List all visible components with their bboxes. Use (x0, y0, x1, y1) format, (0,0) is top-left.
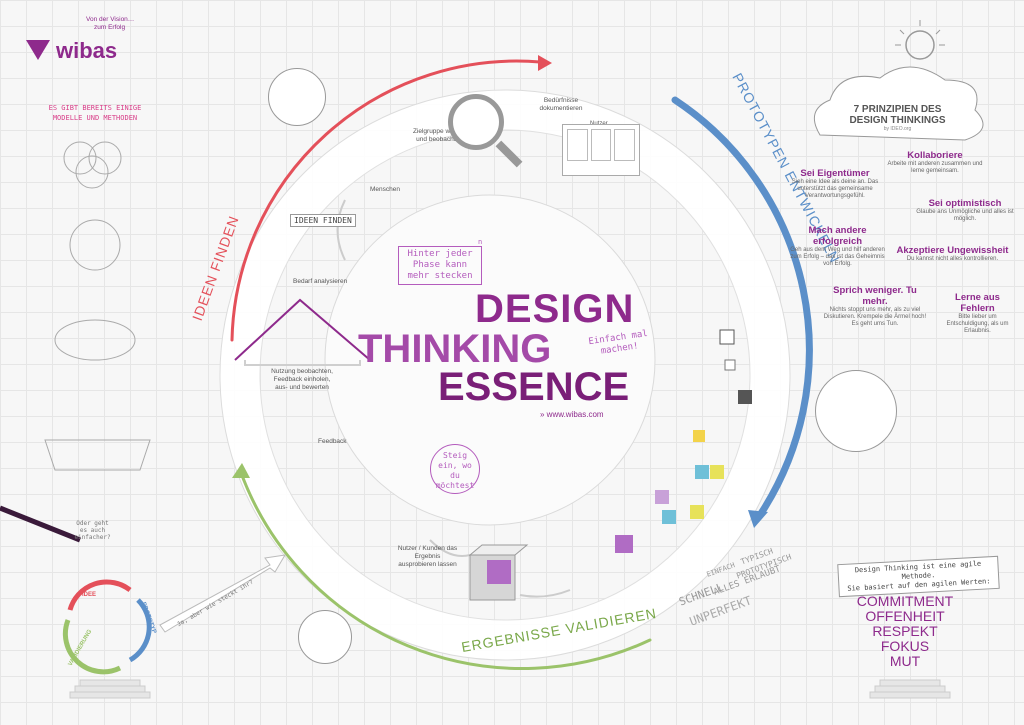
principle-desc: Du kannst nicht alles kontrollieren. (906, 256, 999, 262)
note-bubble (268, 68, 326, 126)
principle-title: Sei Eigentümer (800, 168, 870, 179)
principle-desc: Bitte lieber um Entschuldigung, als um E… (946, 314, 1009, 334)
principle-item: Akzeptiere Ungewissheit Du kannst nicht … (895, 245, 1010, 263)
note-bubble (815, 370, 897, 452)
principles-cloud (813, 66, 984, 141)
tagline-2: zum Erfolg (94, 24, 126, 31)
note-steig: Steig ein, wo du möchtest (430, 444, 480, 494)
models-title-line-1: ES GIBT BEREITS EINIGE (48, 104, 142, 112)
small-cycle-ideas: IDEE (82, 592, 97, 598)
principle-title: Lerne aus Fehlern (955, 292, 1000, 314)
principle-title: Mach andere erfolgreich (808, 225, 867, 247)
principle-desc: Sieh eine Idee als deine an. Das unterst… (791, 179, 879, 199)
title-design: DESIGN (475, 287, 635, 331)
principle-item: Mach andere erfolgreich Geh aus dem Weg … (790, 225, 885, 268)
wibas-logo-icon (26, 40, 50, 60)
models-title-line-2: MODELLE UND METHODEN (52, 114, 138, 122)
principles-source: by IDEO.org (883, 126, 912, 132)
step-beduerfnisse: Bedürfnisse dokumentieren (539, 97, 583, 112)
step-menschen: Menschen (370, 186, 400, 193)
principle-item: Kollaboriere Arbeite mit anderen zusamme… (880, 150, 990, 175)
model-sketches (44, 141, 151, 471)
step-zielgruppe: Zielgruppe wählen und beobachten (412, 128, 467, 143)
stairs-left (69, 679, 151, 699)
step-feedback: Feedback (318, 438, 347, 445)
sun-drawing (895, 20, 945, 60)
principle-item: Lerne aus Fehlern Bitte lieber um Entsch… (940, 292, 1015, 335)
principle-desc: Geh aus dem Weg und hilf anderen zum Erf… (790, 247, 885, 267)
step-bedarf: Bedarf analysieren (293, 278, 348, 285)
values-list: COMMITMENT OFFENHEIT RESPEKT FOKUS MUT (845, 594, 965, 669)
step-nutzung: Nutzung beobachten, Feedback einholen, a… (271, 368, 333, 391)
models-title: ES GIBT BEREITS EINIGE MODELLE UND METHO… (40, 103, 150, 123)
central-cube (468, 544, 529, 601)
principle-title: Kollaboriere (907, 150, 963, 161)
tagline-1: Von der Vision… (86, 16, 135, 23)
principle-desc: Nichts stoppt uns mehr, als zu viel Disk… (823, 307, 927, 327)
persona-card (567, 129, 588, 161)
step-ideen-finden: IDEEN FINDEN (290, 214, 356, 227)
ideen-arrow-head (538, 55, 552, 71)
step-nutzer: Nutzer / Kunden das Ergebnis ausprobiere… (397, 545, 458, 568)
note-bubble (298, 610, 352, 664)
value-item: RESPEKT (872, 623, 938, 639)
logo-text: wibas (56, 38, 118, 63)
prototype-cubes (615, 329, 752, 553)
principle-item: Sprich weniger. Tu mehr. Nichts stoppt u… (820, 285, 930, 328)
value-item: COMMITMENT (856, 593, 954, 609)
principles-title: 7 PRINZIPIEN DES DESIGN THINKINGS by IDE… (830, 104, 965, 132)
prototypen-arc (671, 96, 813, 519)
value-item: OFFENHEIT (865, 608, 945, 624)
prototypen-arrow-head (748, 510, 768, 528)
persona-card (614, 129, 636, 161)
principle-title: Sprich weniger. Tu mehr. (833, 285, 917, 307)
persona-cards (562, 124, 640, 176)
note-hinter-sup: n (478, 238, 483, 246)
logo[interactable] (24, 38, 52, 67)
question-text: Oder geht es auch einfacher? (70, 520, 115, 541)
value-item: FOKUS (880, 638, 930, 654)
value-item: MUT (889, 653, 921, 669)
principles-title-1: 7 PRINZIPIEN DES (853, 104, 942, 115)
principle-item: Sei optimistisch Glaube ans Unmögliche u… (915, 198, 1015, 223)
principle-title: Akzeptiere Ungewissheit (896, 245, 1009, 256)
principle-item: Sei Eigentümer Sieh eine Idee als deine … (785, 168, 885, 200)
principle-title: Sei optimistisch (928, 198, 1002, 209)
magnifier-icon (448, 94, 504, 150)
house-frame (234, 298, 371, 361)
principle-desc: Glaube ans Unmögliche und alles ist mögl… (916, 209, 1014, 222)
stairs-right (869, 679, 951, 699)
question-line-1: Oder geht (76, 520, 109, 527)
question-line-3: einfacher? (74, 534, 111, 541)
ergebnisse-arc (238, 468, 652, 671)
title-essence: ESSENCE (438, 365, 630, 409)
ergebnisse-arrow-head (232, 463, 250, 478)
persona-card (590, 129, 612, 161)
principles-title-2: DESIGN THINKINGS (849, 115, 946, 126)
title-thinking: THINKING (358, 327, 552, 371)
url-link[interactable]: » www.wibas.com (540, 410, 604, 419)
pen-drawing (0, 505, 81, 543)
question-line-2: es auch (79, 527, 106, 534)
principle-desc: Arbeite mit anderen zusammen und lerne g… (887, 161, 983, 174)
ideen-arc (230, 59, 542, 342)
note-hinter: Hinter jeder Phase kann mehr stecken (398, 246, 482, 285)
